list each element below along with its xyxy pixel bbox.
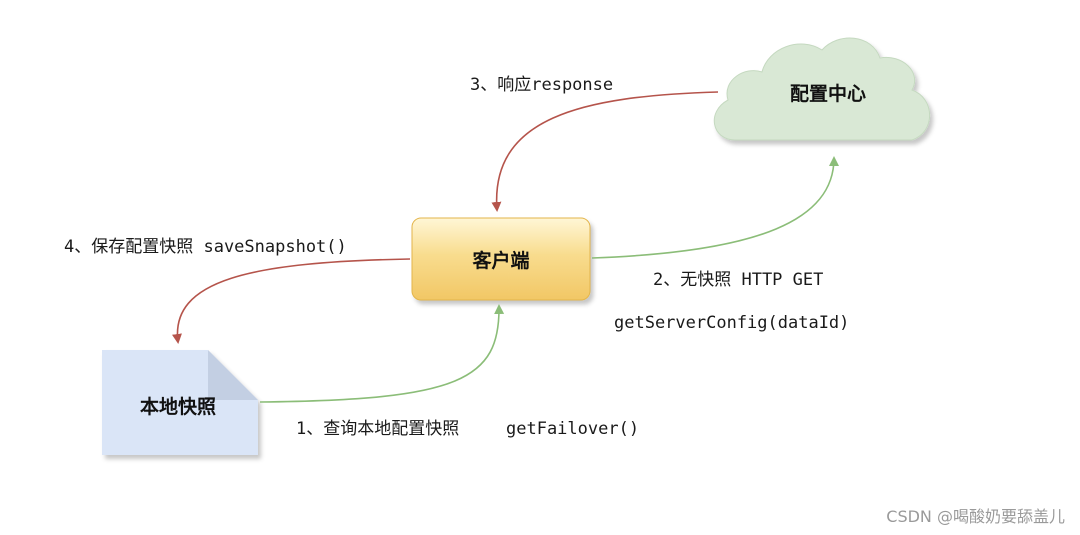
edge-step2-label-line1: 2、无快照 HTTP GET bbox=[653, 270, 823, 290]
edge-step4-arrow bbox=[172, 258, 411, 344]
edge-step1-label-code: getFailover() bbox=[506, 419, 639, 439]
node-client: 客户端 bbox=[411, 217, 591, 301]
edge-step3-arrow bbox=[491, 91, 719, 212]
edge-step2-arrow bbox=[591, 156, 839, 259]
edge-step4-label: 4、保存配置快照 saveSnapshot() bbox=[64, 237, 347, 257]
edge-step3-label: 3、响应response bbox=[470, 75, 613, 95]
watermark-text: CSDN @喝酸奶要舔盖儿 bbox=[886, 507, 1065, 526]
document-fold bbox=[208, 350, 258, 400]
node-config-center: 配置中心 bbox=[713, 37, 931, 141]
edge-step1-label-cn: 1、查询本地配置快照 bbox=[296, 419, 459, 439]
client-box bbox=[411, 217, 591, 301]
node-local-snapshot: 本地快照 bbox=[102, 350, 258, 455]
edge-step1-arrow bbox=[259, 304, 505, 403]
edge-step2-label-line2: getServerConfig(dataId) bbox=[614, 313, 849, 333]
node-local-snapshot-label: 本地快照 bbox=[140, 395, 216, 418]
cloud-shape bbox=[713, 37, 931, 141]
node-config-center-label: 配置中心 bbox=[790, 82, 866, 105]
node-client-label: 客户端 bbox=[472, 249, 529, 272]
